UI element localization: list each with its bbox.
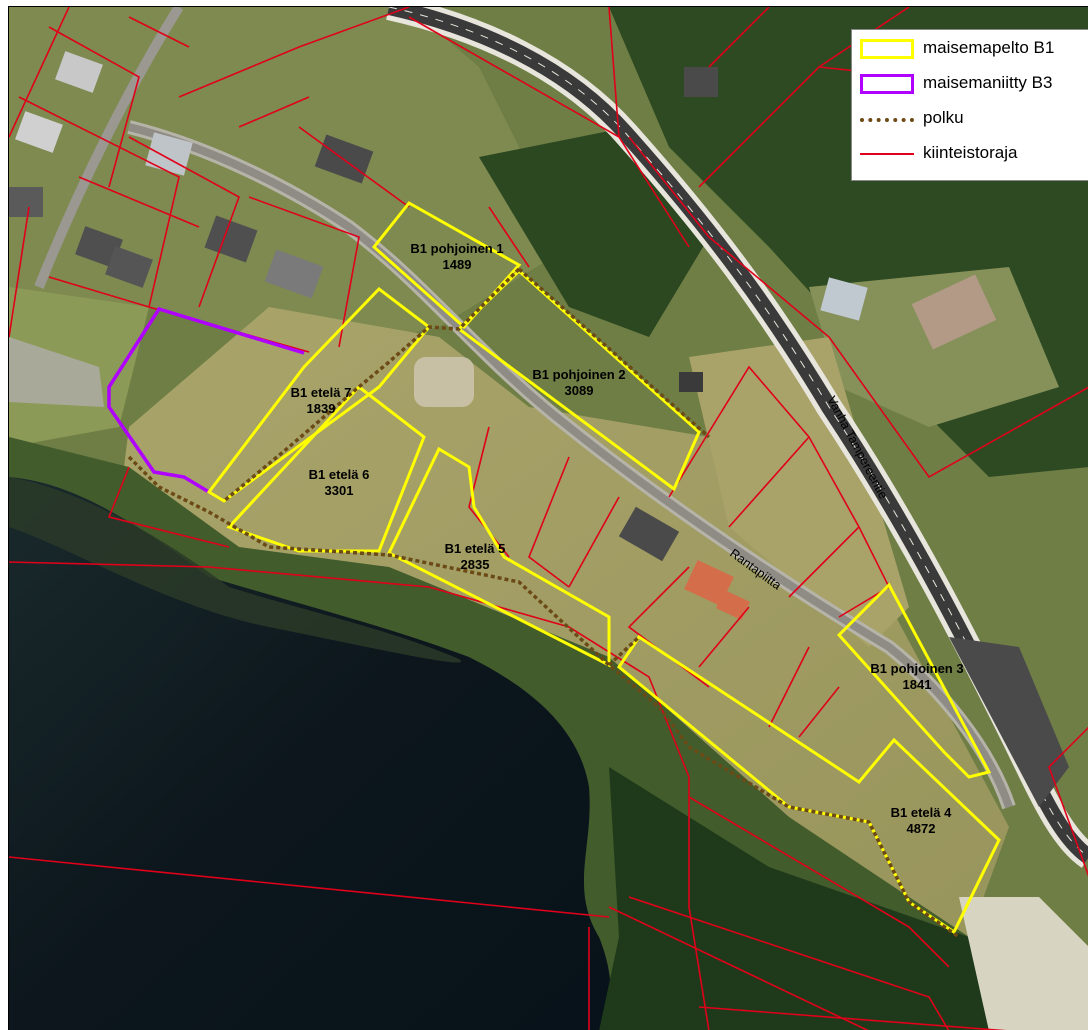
house bbox=[618, 506, 680, 562]
b3-meadow-boundary bbox=[107, 306, 305, 494]
parcel-area-label: 2835 bbox=[461, 557, 490, 572]
purple-box-icon bbox=[860, 74, 914, 94]
clearing-southeast bbox=[959, 897, 1088, 1030]
parcel-name-label: B1 etelä 7 bbox=[291, 385, 352, 400]
legend-label: kiinteistoraja bbox=[923, 143, 1018, 162]
buildings bbox=[9, 51, 997, 620]
parcel-area-label: 3301 bbox=[325, 483, 354, 498]
parcel-area-label: 4872 bbox=[907, 821, 936, 836]
house bbox=[264, 249, 324, 299]
parcel-name-label: B1 etelä 5 bbox=[445, 541, 506, 556]
dotted-line-icon bbox=[860, 118, 914, 122]
yellow-box-icon bbox=[860, 39, 914, 59]
parcel-name-label: B1 pohjoinen 3 bbox=[870, 661, 963, 676]
parcel-name-label: B1 pohjoinen 2 bbox=[532, 367, 625, 382]
house bbox=[820, 277, 868, 321]
meadow-fields bbox=[119, 307, 1009, 937]
legend: maisemapelto B1 maisemaniitty B3 polku k… bbox=[851, 29, 1088, 181]
house bbox=[55, 51, 103, 93]
parcel-boundary-etela-5 bbox=[387, 446, 611, 668]
house bbox=[9, 187, 43, 217]
parcel-boundary-etela-6 bbox=[226, 384, 426, 553]
lake bbox=[9, 477, 611, 1030]
house bbox=[684, 560, 734, 606]
legend-label: maisemapelto B1 bbox=[923, 38, 1055, 57]
legend-item-path: polku bbox=[852, 103, 1088, 133]
parcel-area-label: 3089 bbox=[565, 383, 594, 398]
local-road-surface bbox=[128, 123, 1013, 809]
parcel-name-label: B1 etelä 6 bbox=[309, 467, 370, 482]
lake-reeds bbox=[9, 477, 462, 663]
legend-item-boundary: kiinteistoraja bbox=[852, 138, 1088, 168]
parcel-name-label: B1 pohjoinen 1 bbox=[410, 241, 503, 256]
footpath bbox=[127, 267, 961, 939]
road-junction bbox=[949, 637, 1069, 807]
parcel-name-label: B1 etelä 4 bbox=[891, 805, 952, 820]
meadow-east bbox=[689, 337, 909, 647]
house bbox=[911, 274, 997, 350]
house bbox=[679, 372, 703, 392]
house bbox=[15, 111, 63, 153]
house bbox=[684, 67, 718, 97]
house bbox=[105, 246, 153, 288]
legend-item-b1: maisemapelto B1 bbox=[852, 33, 1088, 63]
gravel-lot-west bbox=[9, 337, 104, 407]
house bbox=[204, 215, 258, 263]
house bbox=[716, 590, 750, 620]
parcel-boundary-pohjoinen-1 bbox=[371, 201, 522, 330]
parcel-boundary-pohjoinen-3 bbox=[836, 582, 992, 779]
legend-label: maisemaniitty B3 bbox=[923, 73, 1053, 92]
forest-southeast bbox=[599, 767, 1009, 1030]
house bbox=[75, 226, 123, 268]
parcel-area-label: 1839 bbox=[307, 401, 336, 416]
legend-label: polku bbox=[923, 108, 964, 127]
parcel-area-label: 1489 bbox=[443, 257, 472, 272]
sand-area bbox=[414, 357, 474, 407]
legend-item-b3: maisemaniitty B3 bbox=[852, 68, 1088, 98]
red-line-icon bbox=[860, 153, 914, 155]
parcel-area-label: 1841 bbox=[903, 677, 932, 692]
